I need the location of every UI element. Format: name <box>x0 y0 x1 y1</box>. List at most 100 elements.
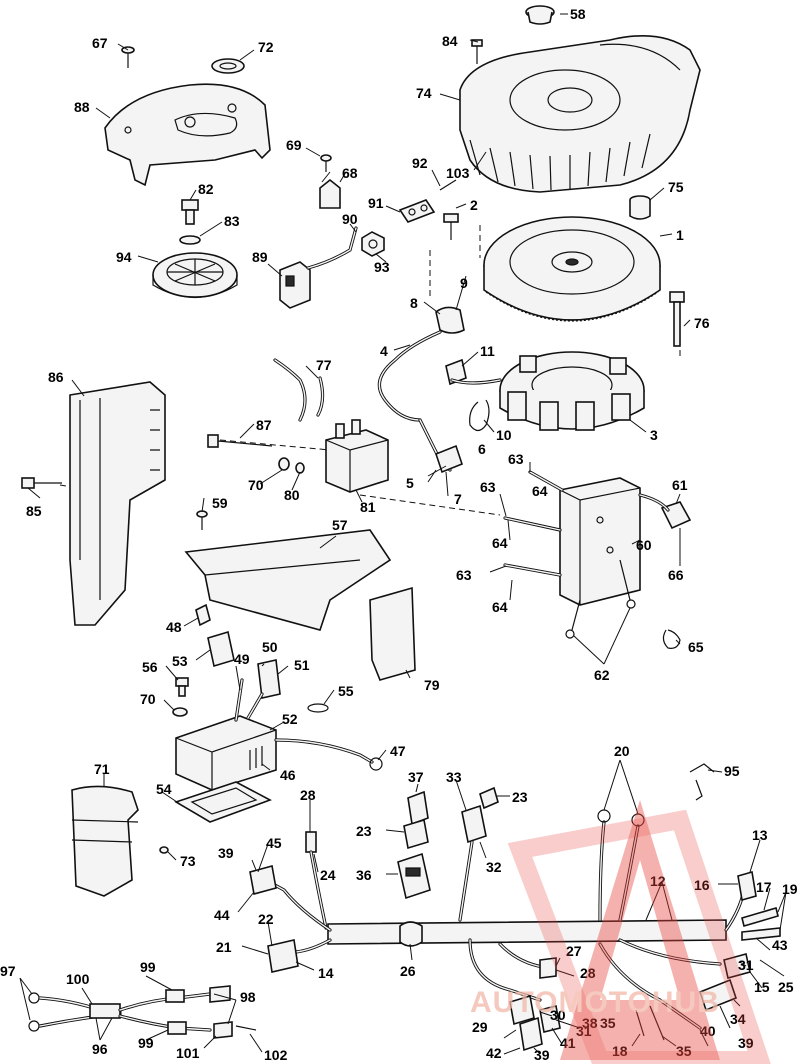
callout-32: 32 <box>486 859 502 875</box>
shield-57 <box>184 529 392 631</box>
callout-61: 61 <box>672 477 688 493</box>
watermark-triangle-logo <box>560 800 720 1060</box>
callout-66: 66 <box>668 567 684 583</box>
callout-15: 15 <box>754 979 770 995</box>
callout-70a: 70 <box>248 477 264 493</box>
callout-63c: 63 <box>456 567 472 583</box>
callout-76: 76 <box>694 315 710 331</box>
bracket-79 <box>369 586 416 681</box>
callout-29: 29 <box>472 1019 488 1035</box>
callout-33: 33 <box>446 769 462 785</box>
callout-51: 51 <box>294 657 310 673</box>
callout-63b: 63 <box>480 479 496 495</box>
watermark-triangle-outline <box>507 809 771 1064</box>
callout-39b: 39 <box>534 1047 550 1063</box>
callout-20: 20 <box>614 743 630 759</box>
callout-24: 24 <box>320 867 336 883</box>
callout-96: 96 <box>92 1041 108 1057</box>
callout-72: 72 <box>258 39 274 55</box>
callout-17: 17 <box>756 879 772 895</box>
callout-73: 73 <box>180 853 196 869</box>
callout-100: 100 <box>66 971 90 987</box>
connector-16-13 <box>737 870 757 902</box>
callout-16: 16 <box>694 877 710 893</box>
callout-5: 5 <box>406 475 414 491</box>
callout-60: 60 <box>636 537 652 553</box>
callout-64c: 64 <box>492 599 508 615</box>
flywheel-1 <box>483 216 661 322</box>
callout-7: 7 <box>454 491 462 507</box>
callout-99b: 99 <box>138 1035 154 1051</box>
connector-50-51 <box>257 659 281 699</box>
cap-58 <box>525 5 555 25</box>
bolt-87 <box>207 434 273 448</box>
callout-6: 6 <box>478 441 486 457</box>
lead-set-96-102 <box>28 985 257 1039</box>
connector-40-34 <box>699 978 737 1012</box>
wiring-5-6-7 <box>418 378 502 474</box>
callout-46: 46 <box>280 767 296 783</box>
nut-93 <box>361 231 385 257</box>
watermark-text: AUTOMOTOHUB <box>470 986 720 1019</box>
ignition-coil-81 <box>325 419 389 493</box>
callout-65: 65 <box>688 639 704 655</box>
callout-54: 54 <box>156 781 172 797</box>
bolt-76 <box>669 291 685 347</box>
callout-30: 30 <box>550 1007 566 1023</box>
clip-95 <box>689 763 715 801</box>
callout-102: 102 <box>264 1047 288 1063</box>
shield-71 <box>71 785 139 897</box>
connector-45-44 <box>249 864 277 896</box>
callout-10: 10 <box>496 427 512 443</box>
connector-32-33 <box>458 804 487 922</box>
bushing-75 <box>629 195 651 220</box>
cover-86 <box>69 381 166 626</box>
stator-3 <box>499 351 645 431</box>
callout-84: 84 <box>442 33 458 49</box>
lead-47 <box>274 738 383 771</box>
callout-26: 26 <box>400 963 416 979</box>
callout-83: 83 <box>224 213 240 229</box>
terminals-17-19 <box>741 906 781 941</box>
callout-88: 88 <box>74 99 90 115</box>
callout-31a: 31 <box>738 957 754 973</box>
callout-35a: 35 <box>600 1015 616 1031</box>
callout-49: 49 <box>234 651 250 667</box>
callout-numbers: 58 84 74 103 75 1 2 92 91 90 93 89 68 69… <box>0 6 798 1063</box>
callout-23b: 23 <box>512 789 528 805</box>
callout-28a: 28 <box>300 787 316 803</box>
callout-50: 50 <box>262 639 278 655</box>
connector-27-28 <box>539 957 557 979</box>
callout-98: 98 <box>240 989 256 1005</box>
callout-35b: 35 <box>676 1043 692 1059</box>
callout-62: 62 <box>594 667 610 683</box>
callout-14: 14 <box>318 965 334 981</box>
main-harness-12 <box>327 919 727 947</box>
callout-23a: 23 <box>356 823 372 839</box>
callout-68: 68 <box>342 165 358 181</box>
callout-55: 55 <box>338 683 354 699</box>
connector-22-21-14 <box>267 939 299 973</box>
connector-53 <box>207 630 235 668</box>
callout-41: 41 <box>560 1035 576 1051</box>
callout-21: 21 <box>216 939 232 955</box>
callout-12: 12 <box>650 873 666 889</box>
callout-39c: 39 <box>738 1035 754 1051</box>
callout-82: 82 <box>198 181 214 197</box>
callout-38: 38 <box>582 1015 598 1031</box>
callout-2: 2 <box>470 197 478 213</box>
plate-88 <box>104 83 271 187</box>
callout-69: 69 <box>286 137 302 153</box>
connector-23-top <box>479 786 499 810</box>
leader-lines <box>19 13 787 1055</box>
bolt-85 <box>21 477 62 489</box>
callout-31b: 31 <box>576 1023 592 1039</box>
flywheel-cover-103 <box>459 35 701 193</box>
callout-90: 90 <box>342 211 358 227</box>
clip-48 <box>195 603 211 627</box>
callout-63a: 63 <box>508 451 524 467</box>
callout-1: 1 <box>676 227 684 243</box>
callout-64a: 64 <box>532 483 548 499</box>
callout-81: 81 <box>360 499 376 515</box>
